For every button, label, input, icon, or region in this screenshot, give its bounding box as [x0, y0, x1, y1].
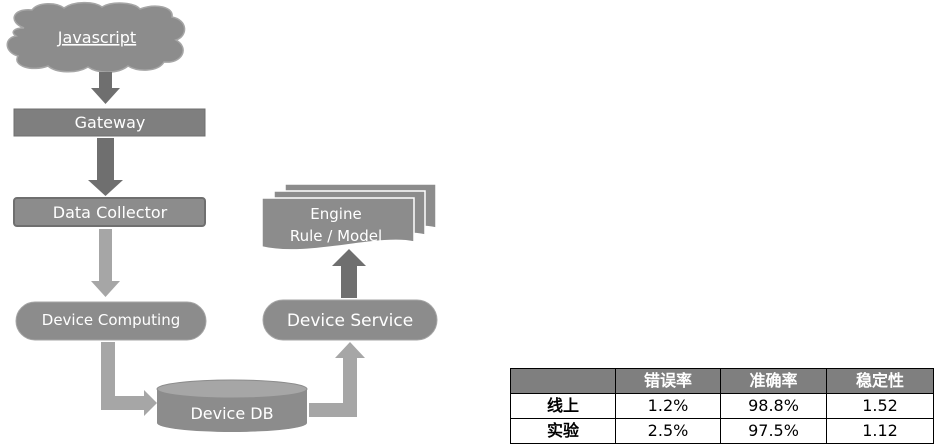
- cloud-shape: [6, 1, 186, 73]
- table-row: 实验 2.5% 97.5% 1.12: [510, 418, 934, 444]
- table-row: 线上 1.2% 98.8% 1.52: [510, 393, 934, 419]
- device-computing-node: Device Computing: [15, 301, 207, 341]
- cell-stability: 1.52: [826, 393, 934, 419]
- table-header-row: 错误率 准确率 稳定性: [510, 368, 934, 394]
- gateway-box: Gateway: [13, 108, 206, 137]
- arrow-service-to-engine: [332, 249, 366, 298]
- cell-accuracy: 98.8%: [720, 393, 827, 419]
- cell-error-rate: 2.5%: [615, 418, 721, 444]
- arrow-collector-to-computing: [91, 229, 120, 297]
- header-error-rate: 错误率: [615, 368, 721, 394]
- device-db-cylinder: Device DB: [156, 379, 308, 432]
- device-service-node: Device Service: [262, 299, 438, 341]
- metrics-table: 错误率 准确率 稳定性 线上 1.2% 98.8% 1.52 实验 2.5% 9…: [510, 368, 934, 444]
- data-collector-label: Data Collector: [53, 203, 168, 222]
- arrow-db-to-service: [309, 342, 365, 417]
- row-label: 线上: [510, 393, 616, 419]
- javascript-cloud: Javascript: [6, 1, 186, 73]
- arrow-javascript-to-gateway: [91, 72, 120, 104]
- javascript-label: Javascript: [57, 28, 136, 47]
- cell-error-rate: 1.2%: [615, 393, 721, 419]
- engine-label-line1: Engine: [310, 205, 361, 223]
- device-service-label: Device Service: [287, 311, 413, 331]
- row-label: 实验: [510, 418, 616, 444]
- cell-accuracy: 97.5%: [720, 418, 827, 444]
- cell-stability: 1.12: [826, 418, 934, 444]
- engine-label-line2: Rule / Model: [290, 227, 382, 245]
- engine-doc-front: [261, 197, 415, 251]
- arrow-gateway-to-collector: [88, 138, 123, 196]
- device-computing-label: Device Computing: [42, 311, 180, 329]
- data-collector-box: Data Collector: [13, 197, 206, 227]
- gateway-label: Gateway: [75, 113, 146, 132]
- header-empty: [510, 368, 616, 394]
- arrow-computing-to-db: [101, 342, 157, 416]
- header-stability: 稳定性: [826, 368, 934, 394]
- device-db-label: Device DB: [190, 404, 273, 423]
- engine-document-stack: Engine Rule / Model: [261, 183, 437, 251]
- header-accuracy: 准确率: [720, 368, 827, 394]
